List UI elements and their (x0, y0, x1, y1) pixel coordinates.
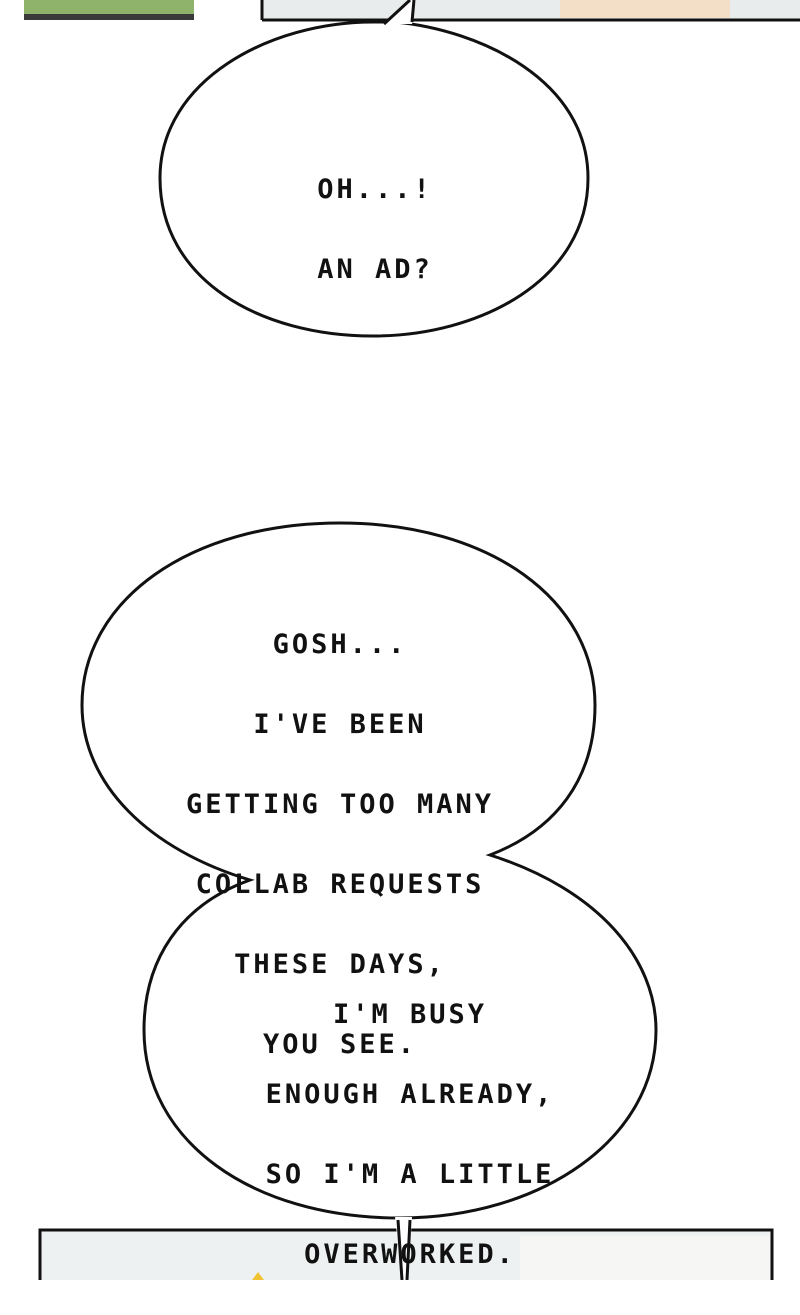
bubble-1-text: OH...! AN AD? (260, 130, 490, 330)
bubble-3-line: ENOUGH ALREADY, (265, 1079, 555, 1110)
bubble-2-text: GOSH... I'VE BEEN GETTING TOO MANY COLLA… (160, 585, 520, 1105)
bubble-2-line: GETTING TOO MANY (185, 789, 495, 820)
bubble-2-line: I'VE BEEN (253, 709, 427, 740)
bubble-2-line: GOSH... (272, 629, 408, 660)
bubble-1-line: OH...! (317, 174, 433, 205)
bubble-3-line: OVERWORKED. (304, 1239, 516, 1270)
bubble-2-line: COLLAB REQUESTS (195, 869, 485, 900)
top-panel-skin-patch (560, 0, 730, 18)
bubble-3-text: I'M BUSY ENOUGH ALREADY, SO I'M A LITTLE… (230, 955, 590, 1315)
top-panel-green-patch (24, 0, 194, 18)
bubble-2-line: THESE DAYS, (234, 949, 446, 980)
speech-bubble-1 (158, 0, 590, 338)
bubble-2-line: YOU SEE. (262, 1029, 418, 1060)
comic-page (0, 0, 800, 1280)
bottom-panel (38, 1217, 774, 1280)
bubble-3-line: I'M BUSY (332, 999, 488, 1030)
bubble-3-line: SO I'M A LITTLE (265, 1159, 555, 1190)
top-panel (0, 0, 800, 22)
bubble-1-line: AN AD? (317, 254, 433, 285)
